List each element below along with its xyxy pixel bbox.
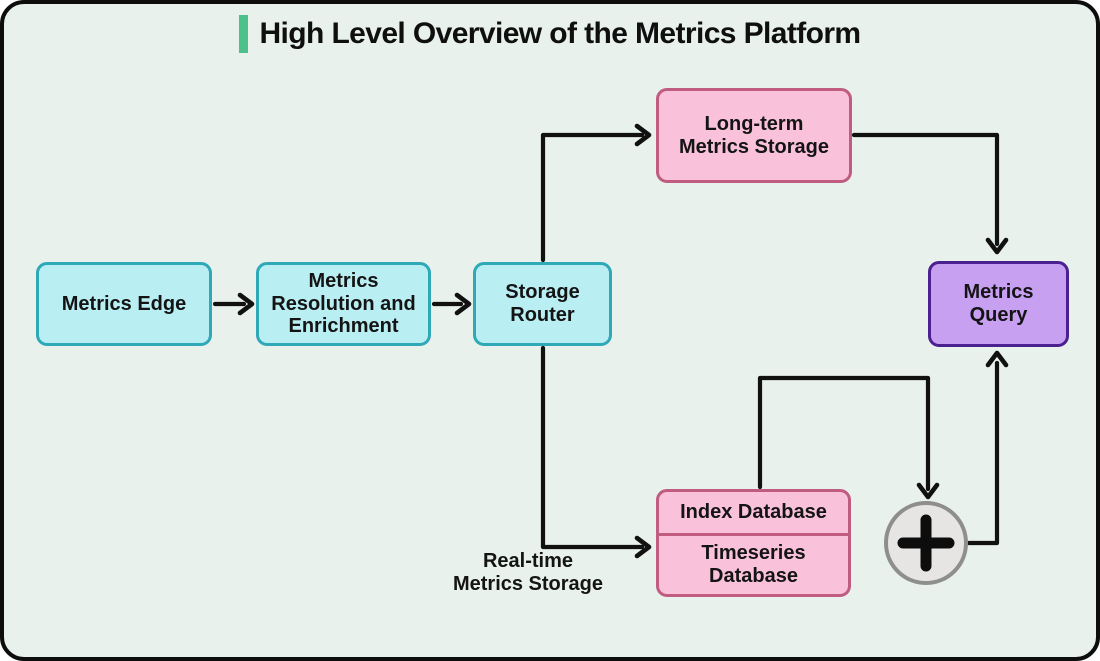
annotation-line: Real-time (482, 550, 574, 572)
node-label: Metrics Resolution and Enrichment (271, 269, 416, 338)
edge-long-term-to-metrics-query (851, 132, 1009, 255)
merge-node (884, 501, 968, 585)
node-database-stack: Index Database Timeseries Database (656, 489, 851, 597)
node-label: Metrics Query (963, 281, 1034, 326)
edge-storage-router-to-long-term (540, 123, 652, 263)
diagram-header: High Level Overview of the Metrics Platf… (0, 15, 1100, 53)
node-long-term-metrics-storage: Long-term Metrics Storage (656, 88, 852, 183)
node-metrics-resolution-enrichment: Metrics Resolution and Enrichment (256, 262, 431, 346)
node-metrics-query: Metrics Query (928, 261, 1069, 347)
node-storage-router: Storage Router (473, 262, 612, 346)
title-accent-bar (239, 15, 249, 53)
node-label: Storage Router (505, 281, 580, 326)
node-label: Metrics Edge (61, 292, 187, 315)
annotation-realtime-metrics-storage: Real-time Metrics Storage (437, 550, 619, 596)
node-index-database: Index Database (659, 492, 848, 536)
edge-merge-to-metrics-query (966, 350, 1009, 546)
edge-storage-router-to-database (540, 345, 652, 559)
node-label: Index Database (680, 501, 827, 524)
plus-icon (897, 514, 955, 572)
annotation-line: Metrics Storage (452, 572, 604, 595)
edge-database-to-merge (757, 375, 940, 500)
page-title: High Level Overview of the Metrics Platf… (259, 17, 861, 50)
edge-metrics-edge-to-resolution (212, 292, 255, 316)
edge-resolution-to-storage-router (431, 292, 472, 316)
node-timeseries-database: Timeseries Database (659, 536, 848, 594)
node-label: Timeseries Database (701, 542, 806, 587)
node-label: Long-term Metrics Storage (678, 112, 830, 158)
node-metrics-edge: Metrics Edge (36, 262, 212, 346)
